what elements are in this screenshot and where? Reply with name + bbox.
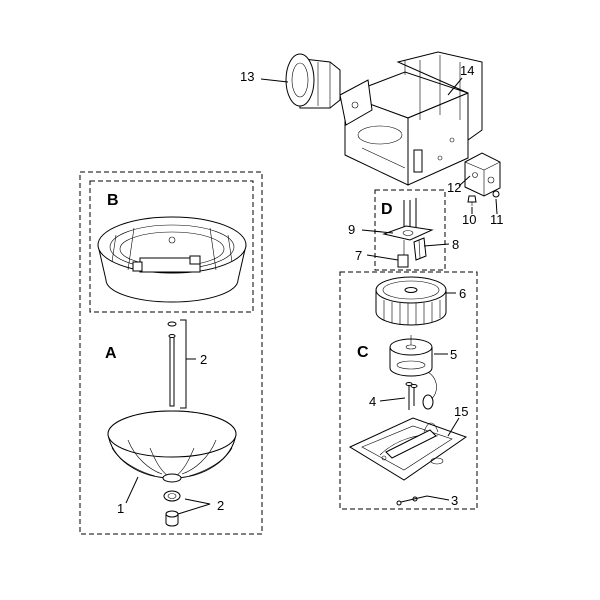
part-label-5: 5	[450, 347, 457, 362]
group-c-box	[339, 271, 478, 510]
part-label-6: 6	[459, 286, 466, 301]
junction-box-drawing	[464, 152, 501, 197]
part-label-2-nut: 2	[217, 498, 224, 513]
part-label-10: 10	[462, 212, 476, 227]
part-label-4: 4	[369, 394, 376, 409]
group-a-box	[79, 171, 263, 535]
group-label-b: B	[107, 192, 119, 209]
part-label-3: 3	[451, 493, 458, 508]
group-b-box	[89, 180, 254, 313]
motor-drawing	[389, 335, 437, 410]
part-label-7: 7	[355, 248, 362, 263]
group-label-c: C	[357, 344, 369, 361]
part-label-12: 12	[447, 180, 461, 195]
nut-and-cap-drawing	[163, 490, 181, 527]
glass-lens-drawing	[107, 410, 237, 483]
screw-11-drawing	[492, 190, 500, 198]
duct-connector-drawing	[285, 53, 341, 109]
part-label-11: 11	[490, 212, 504, 227]
part-label-9: 9	[348, 222, 355, 237]
group-label-d: D	[381, 201, 393, 218]
mounting-plate-drawing	[348, 417, 468, 481]
screws-4-drawing	[405, 382, 418, 410]
part-label-1: 1	[117, 501, 124, 516]
blower-wheel-drawing	[375, 276, 447, 326]
motor-bracket-drawing	[382, 198, 434, 268]
leader-lines	[125, 77, 498, 515]
group-label-a: A	[105, 345, 117, 362]
part-label-8: 8	[452, 237, 459, 252]
mounting-rod-drawing	[167, 321, 177, 407]
part-label-13: 13	[240, 69, 254, 84]
light-housing-ring-drawing	[97, 216, 247, 303]
housing-drawing	[339, 51, 483, 186]
part-label-15: 15	[454, 404, 468, 419]
part-label-2-rod: 2	[200, 352, 207, 367]
part-label-14: 14	[460, 63, 474, 78]
screw-10-drawing	[467, 195, 477, 206]
group-d-box	[374, 189, 446, 271]
